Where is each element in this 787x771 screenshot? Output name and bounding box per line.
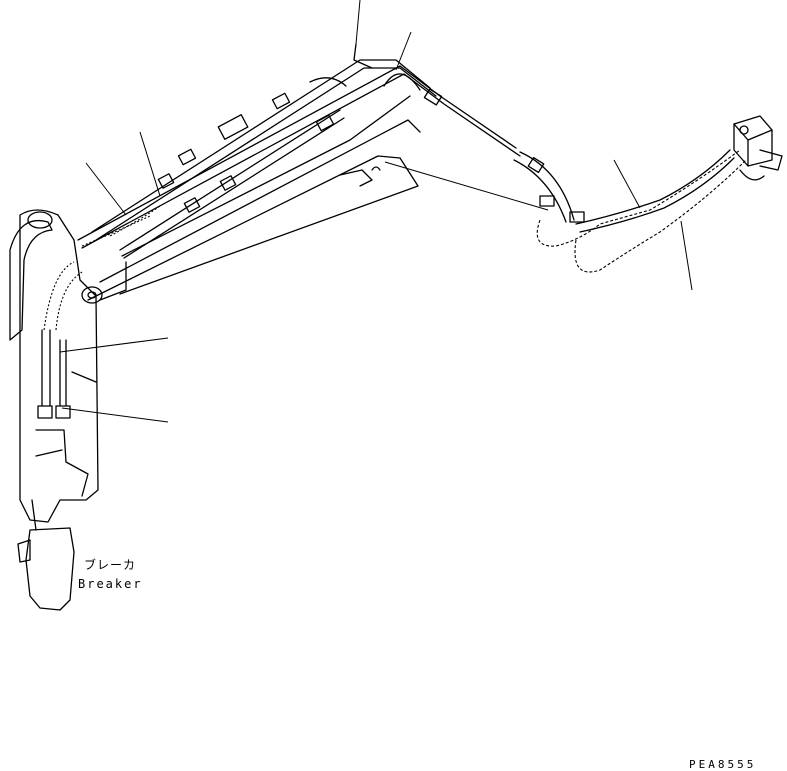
leader-lines <box>59 0 693 423</box>
arm <box>9 209 99 523</box>
valve-piping <box>513 149 747 273</box>
drawing-code: PEA8555 <box>689 758 757 771</box>
valve-block <box>733 115 783 181</box>
boom-piping <box>77 43 545 259</box>
breaker-label-english: Breaker <box>78 577 143 591</box>
breaker-label-japanese: ブレーカ <box>84 558 137 572</box>
boom <box>81 95 421 304</box>
breaker <box>17 499 75 611</box>
